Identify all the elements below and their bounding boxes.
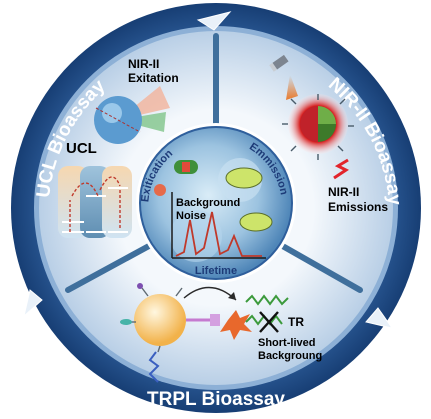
- burst-icon: [220, 310, 252, 340]
- laser-beam: [286, 74, 298, 100]
- short-lived-label-2: Backgroung: [258, 350, 322, 362]
- excitation-beam-green: [118, 112, 166, 132]
- nir-panel: NIR-II Emissions: [269, 54, 388, 214]
- emitter-molecule-icon: [239, 212, 273, 232]
- lifetime-plot: Background Noise Lifetime: [171, 192, 266, 277]
- laser-pointer-icon: [269, 54, 289, 72]
- surface-ligands: [282, 94, 354, 160]
- emission-bolt-icon: [333, 158, 349, 180]
- nir-emissions-label-1: NIR-II: [328, 185, 359, 199]
- tether-wave: [148, 351, 160, 383]
- probe-particle: [134, 294, 186, 346]
- arrow-top-icon: [196, 11, 232, 31]
- ucl-panel: NIR-II Exitation UCL: [58, 57, 179, 238]
- nir-excitation-label-2: Exitation: [128, 71, 179, 85]
- emitter-molecule-icon: [225, 167, 263, 189]
- center-disc: Exitication Emmission Background Noise L…: [136, 123, 296, 283]
- trpl-panel: TR Short-lived Backgroung: [120, 283, 322, 383]
- lifetime-label: Lifetime: [195, 265, 237, 277]
- transition-arrows: [69, 176, 121, 232]
- short-lived-label-1: Short-lived: [258, 337, 315, 349]
- divider-right: [269, 237, 363, 293]
- arrow-right-icon: [365, 307, 394, 329]
- tr-signal-wave: [245, 294, 289, 306]
- background-noise-label-1: Background: [176, 197, 240, 209]
- nir-emissions-label-2: Emissions: [328, 200, 388, 214]
- background-noise-label-2: Noise: [176, 210, 206, 222]
- nir-excitation-label-1: NIR-II: [128, 57, 159, 71]
- ring-arrows: [23, 11, 394, 329]
- divider-left: [65, 237, 163, 293]
- trpl-bioassay-label: TRPL Bioassay: [147, 389, 285, 410]
- curved-arrow-icon: [228, 292, 236, 300]
- noise-trace: [175, 211, 262, 257]
- energy-level-bar: [102, 166, 132, 238]
- tr-label: TR: [288, 315, 304, 329]
- excitation-dot: [154, 184, 166, 196]
- ucl-title: UCL: [66, 140, 97, 157]
- arrow-left-icon: [23, 289, 43, 318]
- sector-dividers: [65, 33, 363, 293]
